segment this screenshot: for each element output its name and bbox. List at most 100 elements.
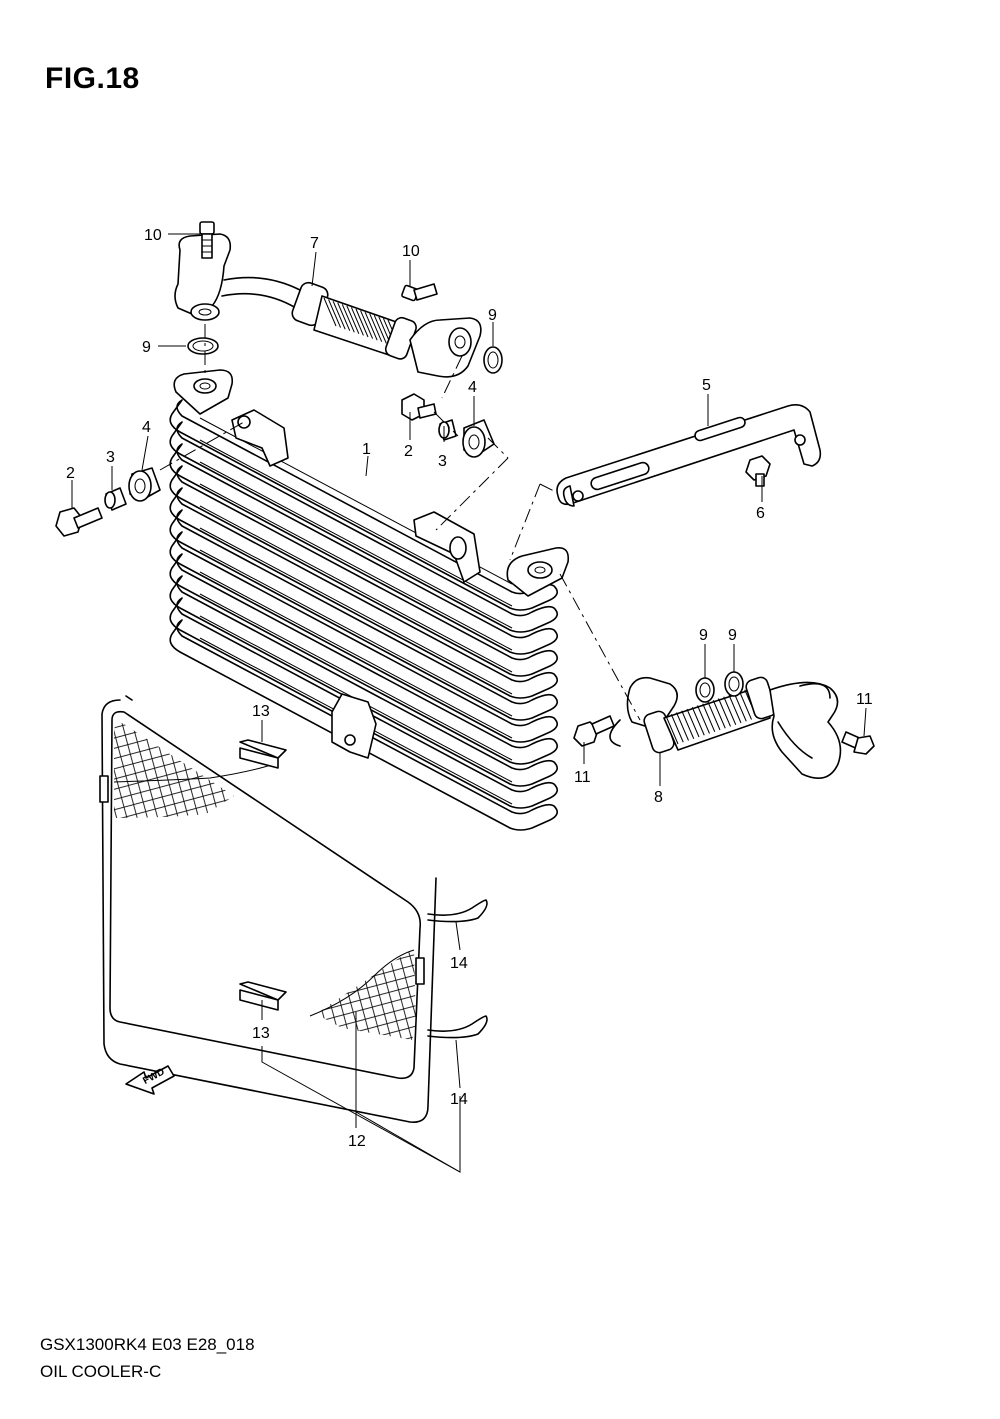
- callout-9: 9: [699, 627, 708, 644]
- callout-3: 3: [106, 449, 115, 466]
- hose-braid-strand: [681, 710, 695, 739]
- hose-braid-strand: [707, 701, 721, 731]
- hose-braid-strand: [346, 305, 360, 335]
- cooler-fin: [169, 509, 558, 721]
- cushion-13-upper[interactable]: [239, 747, 279, 769]
- lower-hose-right-bend: [769, 681, 842, 780]
- cooler-fin-line: [199, 505, 513, 673]
- hose-braid-strand: [350, 307, 364, 336]
- spring-clip-14-lower[interactable]: [427, 1015, 488, 1039]
- cooler-fin-line: [199, 439, 513, 607]
- cooler-guard-12[interactable]: [99, 695, 437, 1123]
- callout-4: 4: [142, 419, 151, 436]
- lower-hose-braided-section: [663, 687, 771, 751]
- callout-10: 10: [402, 243, 420, 260]
- hose-braid-strand: [686, 708, 700, 738]
- hose-braid-strand: [373, 315, 387, 344]
- hose-braid-strand: [697, 705, 710, 734]
- o-ring-9-lower-right[interactable]: [724, 671, 744, 697]
- callout-7: 7: [310, 235, 319, 252]
- callout-8: 8: [654, 789, 663, 806]
- grommet-4-left[interactable]: [128, 467, 161, 502]
- cooler-fin: [169, 531, 558, 743]
- callout-11: 11: [856, 691, 873, 708]
- spring-clip-14-upper[interactable]: [427, 899, 488, 923]
- cooler-left-port: [193, 378, 217, 394]
- figure-title: FIG.18: [45, 62, 140, 95]
- hose-braid-strand: [323, 297, 337, 327]
- mount-bolt-2-left[interactable]: [55, 507, 103, 537]
- grommet-4-right[interactable]: [462, 419, 495, 458]
- upper-right-mount-bracket: [413, 511, 481, 583]
- hose-braid-strand: [712, 700, 726, 729]
- hose-braid-strand: [728, 694, 742, 724]
- cooler-fin: [169, 399, 558, 611]
- hose-braid-strand: [702, 703, 716, 732]
- lower-mount-bracket: [331, 693, 377, 759]
- hose-braid-strand: [718, 698, 731, 727]
- callout-10: 10: [144, 227, 162, 244]
- cooler-right-port: [527, 561, 553, 579]
- hose-braid-strand: [328, 299, 342, 328]
- bolt-11-left[interactable]: [573, 715, 615, 747]
- callout-1: 1: [362, 441, 371, 458]
- cooler-fin-line: [199, 483, 513, 651]
- hose-braid-strand: [691, 707, 705, 736]
- hose-braid-strand: [670, 714, 684, 743]
- cushion-13-lower[interactable]: [239, 989, 279, 1011]
- upper-hose-left-fitting: [174, 233, 232, 315]
- cooler-fin: [169, 619, 558, 831]
- hose-braid-strand: [355, 308, 369, 338]
- hose-braid-strand: [332, 300, 346, 330]
- callout-13: 13: [252, 1025, 270, 1042]
- callout-14: 14: [450, 1091, 468, 1108]
- cooler-fin: [169, 553, 558, 765]
- bracket-bolt-6[interactable]: [745, 455, 771, 487]
- callout-9: 9: [488, 307, 497, 324]
- o-ring-9-left[interactable]: [187, 337, 219, 355]
- hose-braid-strand: [369, 313, 383, 342]
- hose-braid-strand: [723, 696, 737, 725]
- cooler-fin-line: [199, 571, 513, 739]
- o-ring-9-lower-left[interactable]: [695, 677, 715, 703]
- callout-labels: 10 7 10 9 9 4 4 3 3 2 2 1 5 6 9 9 11 11 …: [66, 227, 873, 1150]
- cooler-fin-line: [199, 461, 513, 629]
- callout-2: 2: [66, 465, 75, 482]
- collar-3-left[interactable]: [104, 487, 127, 511]
- callout-9: 9: [728, 627, 737, 644]
- model-code: GSX1300RK4 E03 E28_018: [40, 1335, 255, 1354]
- callout-14: 14: [450, 955, 468, 972]
- callout-13: 13: [252, 703, 270, 720]
- cooler-fin: [169, 421, 558, 633]
- callout-3: 3: [438, 453, 447, 470]
- mount-bolt-2-right[interactable]: [401, 393, 437, 421]
- callout-5: 5: [702, 377, 711, 394]
- bolt-11-right[interactable]: [841, 731, 875, 755]
- cooler-fin: [169, 443, 558, 655]
- hose-braid-strand: [733, 693, 747, 722]
- cooler-bracket-5[interactable]: [556, 404, 822, 507]
- cooler-fin: [169, 487, 558, 699]
- collar-3-right[interactable]: [438, 419, 457, 441]
- bolt-10-top-right[interactable]: [401, 283, 438, 302]
- callout-6: 6: [756, 505, 765, 522]
- cooler-fin: [169, 575, 558, 787]
- hose-braid-strand: [676, 712, 689, 741]
- oil-cooler-core[interactable]: [169, 369, 570, 831]
- upper-oil-hose[interactable]: [174, 233, 482, 378]
- part-group-name: OIL COOLER-C: [40, 1362, 162, 1381]
- cooler-fin-line: [199, 549, 513, 717]
- o-ring-9-right[interactable]: [483, 346, 503, 374]
- bolt-10-top-left[interactable]: [199, 221, 215, 259]
- callout-11: 11: [574, 769, 591, 786]
- lower-oil-hose[interactable]: [609, 676, 842, 780]
- assembly-lines: [159, 324, 641, 721]
- cooler-fin-line: [199, 527, 513, 695]
- hose-braid-strand: [665, 715, 679, 745]
- leader-lines: [71, 233, 867, 1173]
- hose-braid-strand: [337, 302, 351, 331]
- callout-4: 4: [468, 379, 477, 396]
- cooler-fin: [169, 465, 558, 677]
- callout-9: 9: [142, 339, 151, 356]
